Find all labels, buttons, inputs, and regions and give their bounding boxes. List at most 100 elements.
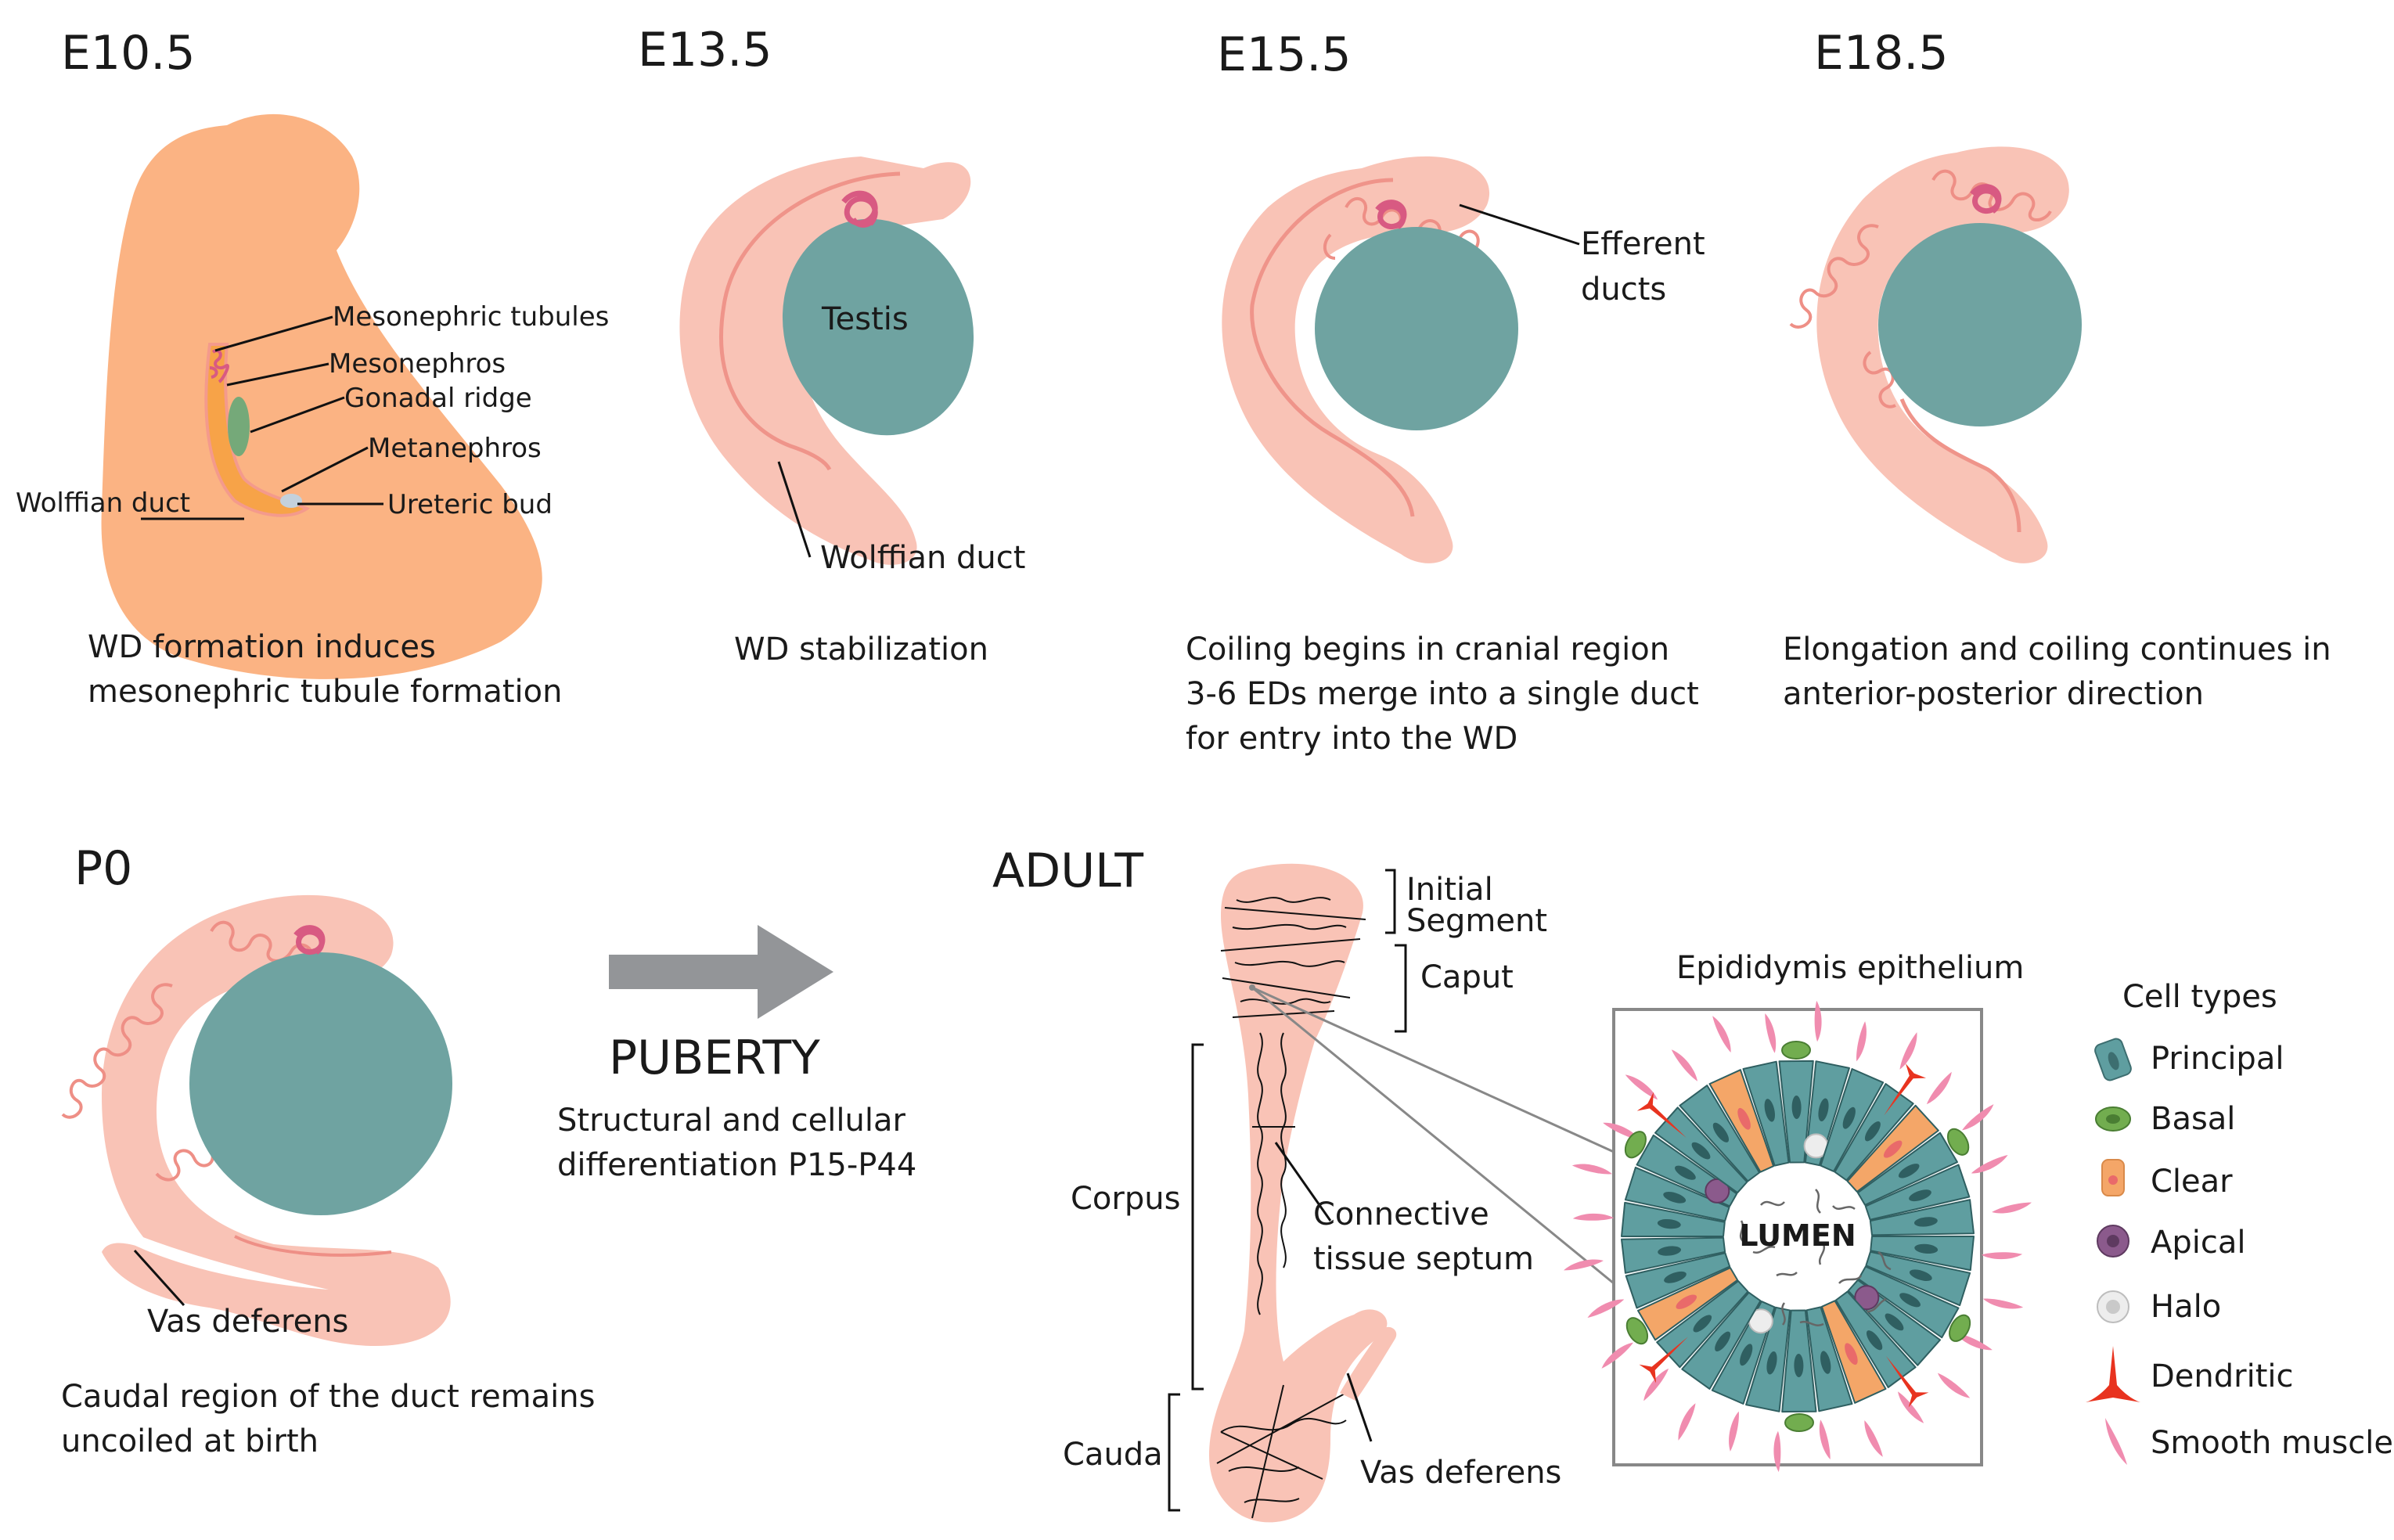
cell-nucleus <box>1909 1269 1932 1281</box>
label-mesonephric-tubules: Mesonephric tubules <box>333 301 609 333</box>
apical-cell-body <box>1854 1285 1880 1311</box>
puberty-arrow <box>609 925 833 1019</box>
smooth-muscle-cell <box>1643 1368 1669 1401</box>
cell-types-legend: Cell types Principal Basal Clear Apical … <box>2086 979 2393 1465</box>
smooth-muscle-cell <box>1564 1259 1604 1271</box>
panel-e10-5: E10.5 Mesonephric tubules Mesonephros Go… <box>16 26 609 710</box>
cell-nucleus <box>1913 1217 1938 1227</box>
legend-label-smooth-muscle: Smooth muscle <box>2151 1425 2393 1461</box>
panel-p0: P0 Vas deferens Caudal region of the duc… <box>61 841 595 1459</box>
cell-nucleus <box>1740 1344 1753 1366</box>
stage-title-e10-5: E10.5 <box>61 26 196 81</box>
duct-e15 <box>1250 178 1415 517</box>
basal-cell <box>1946 1128 1970 1156</box>
wolffian-duct <box>719 171 901 471</box>
cell-nucleus <box>1712 1122 1730 1142</box>
adult-vas-deferens <box>1340 1326 1397 1401</box>
cell-nucleus <box>1791 1096 1802 1119</box>
stage-title-e13-5: E13.5 <box>638 23 772 77</box>
stage-title-e15-5: E15.5 <box>1217 27 1352 82</box>
efferent-glomerulus <box>841 190 878 228</box>
mesonephros-tissue <box>679 157 971 565</box>
label-efferent: Efferent <box>1581 226 1705 262</box>
smooth-muscle-cell <box>1729 1411 1739 1452</box>
smooth-muscle-cell <box>1601 1342 1633 1369</box>
smooth-muscle-cell <box>1971 1154 2008 1174</box>
smooth-muscle-cell <box>1856 1021 1867 1062</box>
cell-nucleus <box>1676 1294 1697 1309</box>
cell-nucleus <box>1737 1107 1751 1130</box>
duct-e18 <box>1899 398 2021 533</box>
caption-e15-5-line-1: Coiling begins in cranial region <box>1186 631 1669 667</box>
epithelial-cell-ring <box>1621 1040 1975 1433</box>
label-connective: Connective <box>1313 1196 1489 1232</box>
apical-cell-body <box>1705 1178 1730 1204</box>
label-segment: Segment <box>1406 903 1547 939</box>
lumen <box>1725 1164 1870 1309</box>
smooth-muscle-cell <box>1899 1032 1917 1070</box>
smooth-muscle-cell <box>1587 1299 1625 1319</box>
cell-nucleus <box>1898 1164 1920 1178</box>
cell-nucleus <box>1658 1246 1682 1256</box>
cell-nucleus <box>1914 1243 1939 1254</box>
caption-p0-line-2: uncoiled at birth <box>61 1423 319 1459</box>
cell-nucleus <box>1885 1313 1904 1331</box>
smooth-muscle-cell <box>1625 1074 1658 1100</box>
cell-nucleus <box>1766 1351 1777 1375</box>
smooth-muscle-cell <box>1572 1213 1615 1221</box>
stage-title-e18-5: E18.5 <box>1814 26 1949 81</box>
ureteric-bud <box>280 494 302 508</box>
cell-nucleus <box>1909 1189 1931 1202</box>
cell-nucleus <box>1866 1330 1883 1351</box>
basal-cell <box>1625 1317 1649 1345</box>
legend-label-principal: Principal <box>2151 1041 2284 1077</box>
legend-icon-clear <box>2101 1159 2125 1196</box>
principal-cell <box>1870 1236 1975 1272</box>
legend-icon-halo <box>2097 1290 2129 1323</box>
basal-cell <box>1781 1040 1811 1060</box>
smooth-muscle-layer <box>1564 1000 2032 1473</box>
label-ducts: ducts <box>1581 272 1666 308</box>
panel-e18-5: E18.5 Elongation and coiling continues i… <box>1783 26 2331 712</box>
basal-cell <box>1784 1412 1814 1433</box>
caption-e15-5-line-2: 3-6 EDs merge into a single duct <box>1186 676 1699 712</box>
wolffian-duct-pointer <box>777 461 812 558</box>
basal-cell <box>1949 1314 1971 1342</box>
label-vas-deferens-adult: Vas deferens <box>1360 1455 1561 1491</box>
principal-cell <box>1621 1201 1726 1237</box>
smooth-muscle-cell <box>1571 1164 1613 1175</box>
adult-duct-coils <box>1220 897 1347 1503</box>
legend-label-apical: Apical <box>2151 1225 2245 1261</box>
dendritic-cell <box>1885 1355 1929 1408</box>
smooth-muscle-cell <box>1773 1430 1781 1473</box>
cell-nucleus <box>1663 1192 1687 1204</box>
cell-nucleus <box>1818 1098 1829 1122</box>
vas-deferens-p0 <box>129 1236 329 1290</box>
legend-icon-smooth-muscle <box>2105 1418 2127 1465</box>
panel-puberty: PUBERTY Structural and cellular differen… <box>557 925 916 1183</box>
bracket-corpus <box>1191 1043 1204 1391</box>
caption-e10-5-line-2: mesonephric tubule formation <box>88 674 562 710</box>
label-caput: Caput <box>1420 959 1514 995</box>
smooth-muscle-cell <box>1962 1104 1994 1131</box>
label-vas-deferens-p0: Vas deferens <box>147 1304 348 1340</box>
caption-e15-5-line-3: for entry into the WD <box>1186 721 1517 757</box>
bracket-cauda <box>1168 1393 1180 1512</box>
smooth-muscle-cell <box>1898 1391 1924 1423</box>
legend-icon-basal <box>2095 1106 2131 1132</box>
caption-e18-5-line-1: Elongation and coiling continues in <box>1783 631 2331 667</box>
stage-title-p0: P0 <box>74 841 132 896</box>
smooth-muscle-cell <box>1712 1016 1731 1053</box>
smooth-muscle-cell <box>1678 1403 1696 1441</box>
panel-e13-5: E13.5 Testis Wolffian duct WD stabilizat… <box>638 23 1025 667</box>
smooth-muscle-cell <box>1814 1000 1822 1042</box>
caption-p0-line-1: Caudal region of the duct remains <box>61 1379 595 1415</box>
smooth-muscle-cell <box>1992 1202 2032 1214</box>
inset-title: Epididymis epithelium <box>1676 950 2024 986</box>
testis-p0 <box>189 952 452 1215</box>
legend-icon-apical <box>2097 1225 2129 1258</box>
legend-title: Cell types <box>2122 979 2277 1015</box>
bracket-caput <box>1395 944 1407 1033</box>
label-wolffian-duct: Wolffian duct <box>16 488 190 519</box>
